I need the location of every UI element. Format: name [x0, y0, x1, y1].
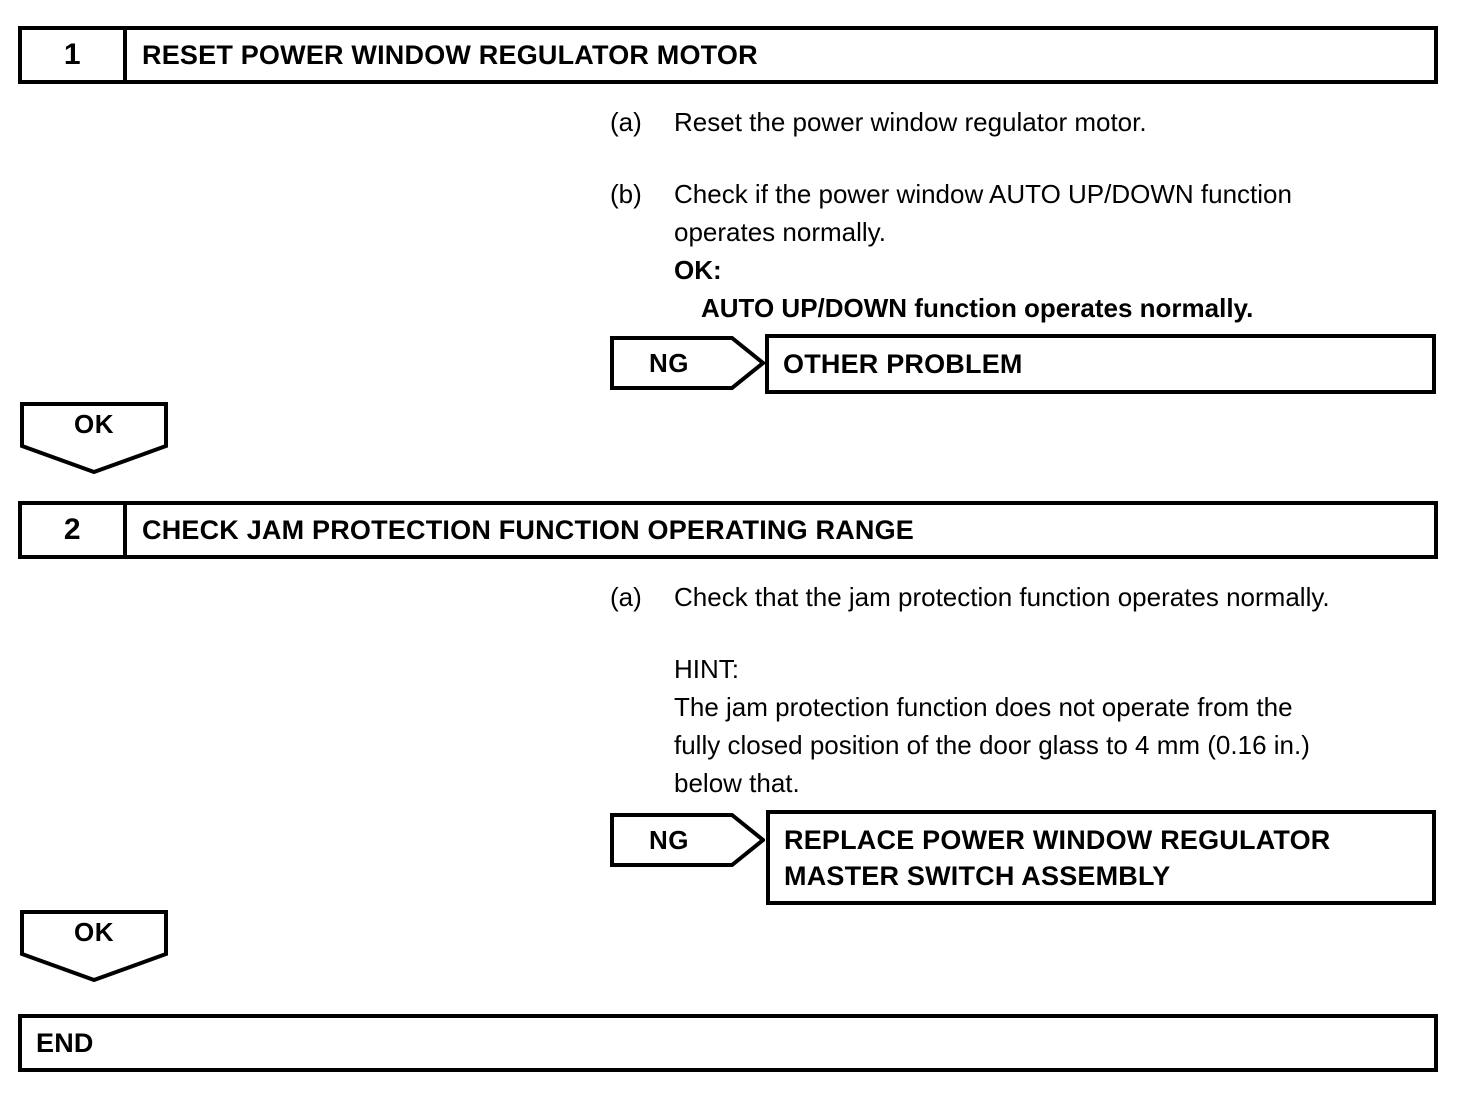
step-title-2: CHECK JAM PROTECTION FUNCTION OPERATING … [142, 514, 915, 545]
ng-tag-2: NG [610, 813, 765, 867]
item-marker-a: (a) [610, 107, 642, 137]
ng-tag-label-1: NG [649, 347, 689, 378]
ng-result-box-2: REPLACE POWER WINDOW REGULATOR MASTER SW… [766, 810, 1436, 905]
item-text-b: Check if the power window AUTO UP/DOWN f… [674, 179, 1292, 247]
step-header-2: 2 CHECK JAM PROTECTION FUNCTION OPERATIN… [18, 501, 1438, 559]
step-number-2: 2 [22, 505, 127, 555]
item-marker-a-2: (a) [610, 582, 642, 612]
end-box: END [18, 1014, 1438, 1072]
step-number-1: 1 [22, 30, 127, 80]
step-header-1: 1 RESET POWER WINDOW REGULATOR MOTOR [18, 26, 1438, 84]
item-text-a: Reset the power window regulator motor. [674, 107, 1147, 137]
ok-arrow-shape-2 [20, 910, 168, 982]
ok-tag-2: OK [20, 910, 168, 982]
ng-arrow-shape [610, 336, 765, 390]
ng-tag-1: NG [610, 336, 765, 390]
ok-tag-1: OK [20, 402, 168, 474]
ok-criteria-detail: AUTO UP/DOWN function operates normally. [701, 293, 1254, 323]
ng-result-text-2: REPLACE POWER WINDOW REGULATOR MASTER SW… [784, 824, 1331, 891]
ok-tag-label-1: OK [74, 408, 114, 439]
end-label: END [36, 1027, 94, 1058]
ng-result-text-1: OTHER PROBLEM [783, 349, 1023, 379]
ng-arrow-shape-2 [610, 813, 765, 867]
step-1-item-a: (a) Reset the power window regulator mot… [610, 103, 1147, 141]
ok-criteria-label: OK: [674, 255, 722, 285]
ng-tag-label-2: NG [649, 824, 689, 855]
step-1-item-b: (b) Check if the power window AUTO UP/DO… [610, 175, 1414, 327]
ok-tag-label-2: OK [74, 916, 114, 947]
hint-text: The jam protection function does not ope… [674, 692, 1310, 798]
ng-result-box-1: OTHER PROBLEM [765, 334, 1436, 394]
item-text-a-2: Check that the jam protection function o… [674, 582, 1330, 612]
hint-label: HINT: [674, 654, 739, 684]
step-2-hint: HINT: The jam protection function does n… [610, 650, 1414, 802]
step-2-item-a: (a) Check that the jam protection functi… [610, 578, 1330, 616]
step-title-1: RESET POWER WINDOW REGULATOR MOTOR [142, 39, 758, 70]
ok-arrow-shape [20, 402, 168, 474]
item-marker-b: (b) [610, 179, 642, 209]
